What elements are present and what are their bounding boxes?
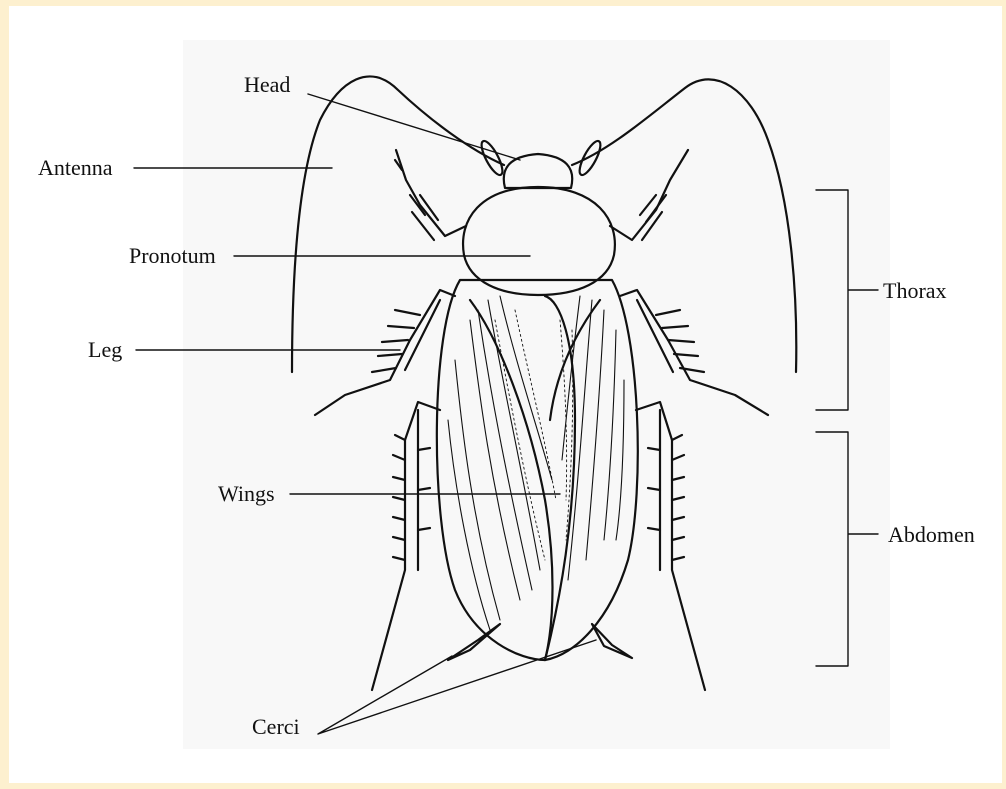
thorax-bracket (816, 190, 878, 410)
antennae (292, 76, 796, 372)
thorax-label: Thorax (883, 280, 947, 302)
antenna-label: Antenna (38, 157, 113, 179)
pronotum-shape (463, 187, 615, 295)
wings-shape (437, 280, 638, 660)
wings-label: Wings (218, 483, 275, 505)
middle-legs (315, 290, 768, 415)
abdomen-label: Abdomen (888, 524, 975, 546)
hind-legs (372, 402, 705, 690)
head-label: Head (244, 74, 290, 96)
front-legs (395, 150, 688, 240)
cerci-shape (448, 624, 632, 660)
pronotum-label: Pronotum (129, 245, 216, 267)
head-shape (478, 138, 604, 188)
cerci-label: Cerci (252, 716, 300, 738)
leg-label: Leg (88, 339, 122, 361)
abdomen-bracket (816, 432, 878, 666)
